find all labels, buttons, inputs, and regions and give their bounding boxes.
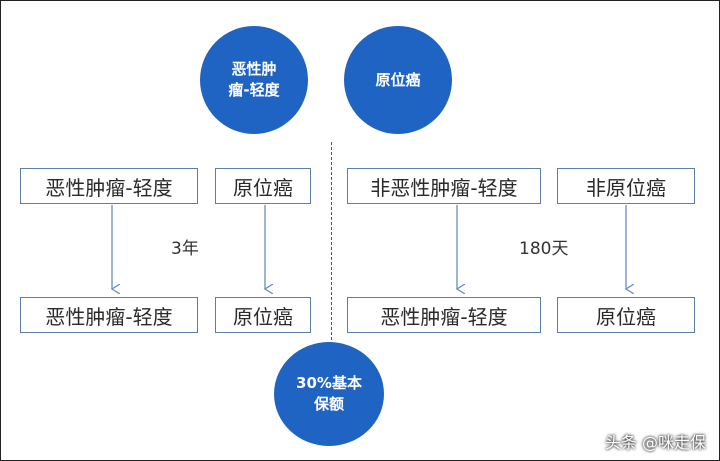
circle-carcinoma-in-situ: 原位癌 — [344, 26, 452, 134]
right-bottom-box-in-situ: 原位癌 — [557, 297, 695, 333]
watermark: 头条 @咪走保 — [604, 433, 706, 452]
left-waiting-period: 3年 — [171, 239, 199, 259]
left-top-box-malignant: 恶性肿瘤-轻度 — [20, 168, 198, 204]
left-bottom-box-in-situ: 原位癌 — [215, 297, 311, 333]
left-bottom-box-malignant: 恶性肿瘤-轻度 — [20, 297, 198, 333]
right-top-box-non-in-situ: 非原位癌 — [557, 168, 695, 204]
left-top-box-in-situ: 原位癌 — [215, 168, 311, 204]
circle-30-percent-basic-amount: 30%基本 保额 — [274, 342, 384, 446]
right-waiting-period: 180天 — [519, 239, 569, 259]
center-divider — [331, 142, 332, 370]
right-top-box-non-malignant: 非恶性肿瘤-轻度 — [347, 168, 541, 204]
right-bottom-box-malignant: 恶性肿瘤-轻度 — [347, 297, 541, 333]
circle-malignant-tumor-mild: 恶性肿 瘤-轻度 — [200, 26, 308, 134]
